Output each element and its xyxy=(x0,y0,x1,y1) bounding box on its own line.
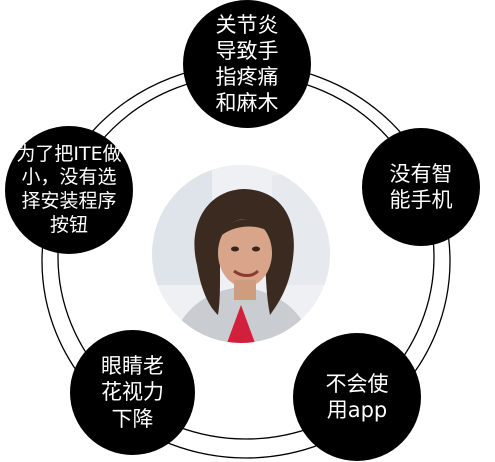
node-left: 为了把ITE做小，没有选择安装程序按钮 xyxy=(5,126,133,254)
node-right-label: 没有智能手机 xyxy=(389,161,453,212)
node-right: 没有智能手机 xyxy=(362,128,480,246)
node-bottom-left-label: 眼睛老花视力下降 xyxy=(101,354,164,431)
woman-portrait-image xyxy=(152,165,330,343)
node-left-label: 为了把ITE做小，没有选择安装程序按钮 xyxy=(16,142,122,236)
node-bottom-left: 眼睛老花视力下降 xyxy=(70,330,195,455)
node-top: 关节炎导致手指疼痛和麻木 xyxy=(183,0,311,128)
center-portrait xyxy=(152,165,330,343)
node-bottom-right: 不会使用app xyxy=(293,333,421,461)
node-top-label: 关节炎导致手指疼痛和麻木 xyxy=(215,12,279,116)
node-bottom-right-label: 不会使用app xyxy=(325,371,389,422)
